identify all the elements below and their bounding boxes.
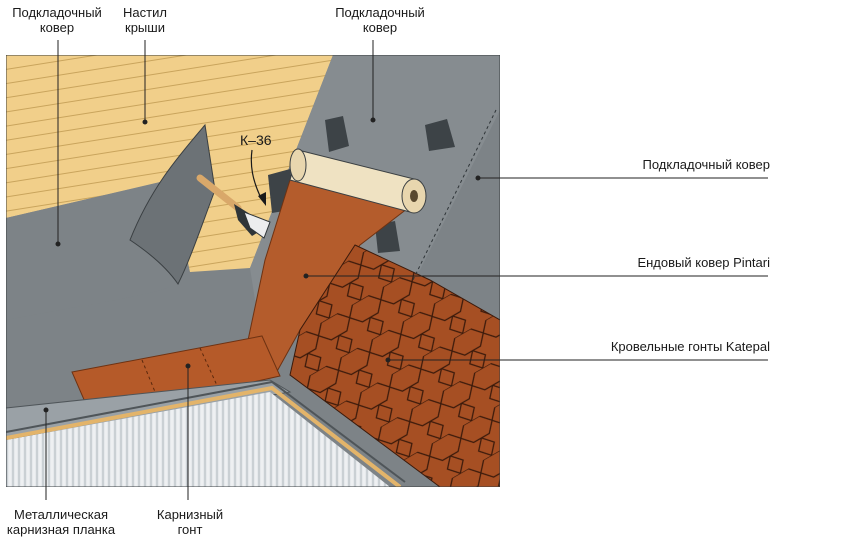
underlay-left-sheet (6, 182, 182, 320)
label-shingles: Кровельные гонты Katepal (610, 339, 770, 354)
trowel-tool (196, 174, 271, 239)
mastic-arrow (250, 149, 263, 201)
label-underlay-right: Подкладочный ковер (642, 157, 770, 172)
label-mastic: К–36 (240, 132, 272, 148)
label-valley-carpet: Ендовый ковер Pintari (637, 255, 770, 270)
roof-shingles (289, 244, 500, 487)
wall-fascia-left (6, 392, 270, 487)
mastic-spots (268, 116, 455, 253)
wall-fascia-right (270, 392, 390, 487)
underlay-roll (289, 148, 427, 214)
eave-edge (6, 385, 402, 487)
underlay-left-curl (129, 123, 216, 285)
